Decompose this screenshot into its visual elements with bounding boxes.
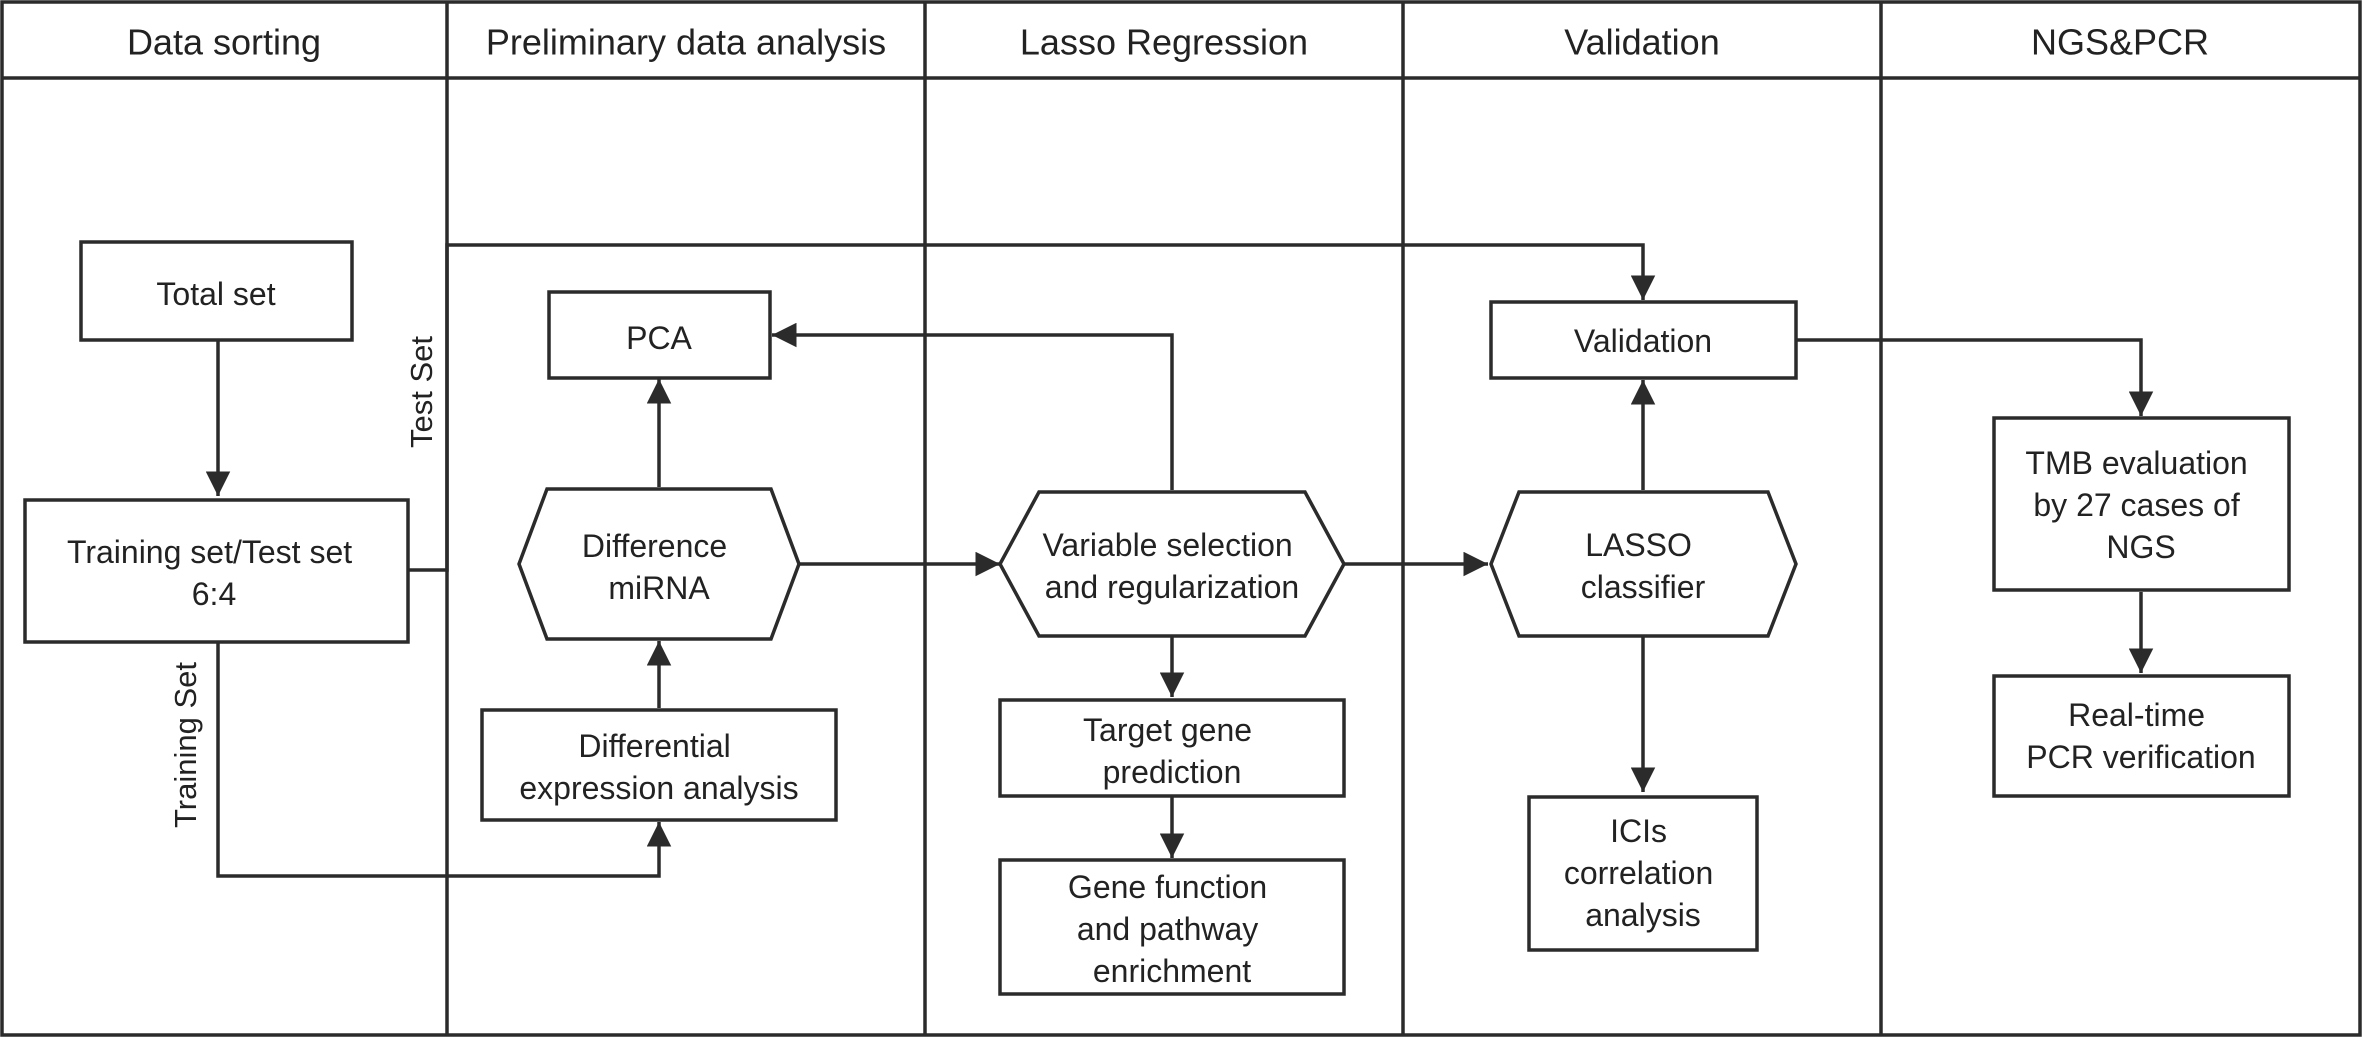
node-tmb-line-1: TMB evaluation: [2025, 445, 2247, 481]
lane-title-validation: Validation: [1564, 22, 1719, 63]
node-icis-line-1: ICIs: [1610, 813, 1667, 849]
node-target-gene-line-2: prediction: [1103, 754, 1242, 790]
edge-label-test-set: Test Set: [404, 336, 439, 448]
lane-title-lasso: Lasso Regression: [1020, 22, 1308, 63]
node-rt-pcr-line-1: Real-time: [2068, 697, 2205, 733]
node-target-gene-line-1: Target gene: [1083, 712, 1252, 748]
node-tmb-line-3: NGS: [2106, 529, 2175, 565]
edge-test-set-to-validation: [408, 243, 1656, 572]
node-difference-mirna-line-1: Difference: [582, 528, 727, 564]
node-gene-function-line-3: enrichment: [1093, 953, 1251, 989]
svg-text:TMB evaluation by 27 cas: TMB evaluation by 27 cases of NGS: [2025, 445, 2256, 565]
svg-text:Target gene prediction: Target gene prediction: [1083, 712, 1261, 790]
node-lasso-classifier-line-1: LASSO: [1585, 527, 1692, 563]
node-variable-selection-line-1: Variable selection: [1042, 527, 1292, 563]
svg-text:Total set: Total set: [156, 276, 275, 312]
node-difference-mirna: Difference miRNA: [517, 487, 801, 641]
node-lasso-classifier-line-2: classifier: [1581, 569, 1706, 605]
node-gene-function-line-2: and pathway: [1077, 911, 1258, 947]
node-tmb-evaluation: TMB evaluation by 27 cases of NGS: [1992, 416, 2291, 592]
node-differential-expression-line-1: Differential: [578, 728, 730, 764]
edge-variable-selection-to-pca: [772, 322, 1174, 490]
node-target-gene: Target gene prediction: [998, 698, 1346, 798]
svg-text:Difference miRNA: Difference miRNA: [582, 528, 736, 606]
node-tmb-line-2: by 27 cases of: [2033, 487, 2239, 523]
svg-text:LASSO classifier: LASSO classifier: [1581, 527, 1706, 605]
node-rt-pcr-line-2: PCR verification: [2026, 739, 2255, 775]
edge-training-set-to-differential: [216, 642, 672, 878]
node-gene-function: Gene function and pathway enrichment: [998, 858, 1346, 996]
svg-text:Gene function and pathwa: Gene function and pathway enrichment: [1068, 869, 1276, 989]
node-training-test-line-1: Training set/Test set: [67, 534, 352, 570]
svg-text:Training set/Test set 6:: Training set/Test set 6:4: [67, 534, 361, 612]
edge-label-training-set: Training Set: [168, 662, 203, 828]
svg-text:ICIs correlation a: ICIs correlation analysis: [1564, 813, 1722, 933]
node-icis-correlation: ICIs correlation analysis: [1527, 795, 1759, 952]
node-total-set: Total set: [79, 240, 354, 342]
svg-text:Variable selection and r: Variable selection and regularization: [1042, 527, 1301, 605]
node-training-test-line-2: 6:4: [192, 576, 236, 612]
svg-text:Real-time PCR verificati: Real-time PCR verification: [2026, 697, 2255, 775]
node-validation: Validation: [1489, 300, 1798, 380]
node-icis-line-2: correlation: [1564, 855, 1713, 891]
node-pca: PCA: [547, 290, 772, 380]
lane-title-preliminary: Preliminary data analysis: [486, 22, 886, 63]
node-gene-function-line-1: Gene function: [1068, 869, 1267, 905]
node-icis-line-3: analysis: [1585, 897, 1701, 933]
svg-text:PCA: PCA: [626, 320, 692, 356]
edge-validation-to-tmb: [1796, 338, 2154, 416]
lane-title-data-sorting: Data sorting: [127, 22, 321, 63]
node-training-test-set: Training set/Test set 6:4: [23, 498, 410, 644]
node-differential-expression-line-2: expression analysis: [519, 770, 798, 806]
node-difference-mirna-line-2: miRNA: [608, 570, 710, 606]
svg-text:Validation: Validation: [1574, 323, 1712, 359]
node-rt-pcr: Real-time PCR verification: [1992, 674, 2291, 798]
node-lasso-classifier: LASSO classifier: [1489, 490, 1798, 638]
node-variable-selection-line-2: and regularization: [1045, 569, 1299, 605]
node-total-set-line: Total set: [156, 276, 275, 312]
node-differential-expression: Differential expression analysis: [480, 708, 838, 822]
node-pca-line: PCA: [626, 320, 692, 356]
lane-title-ngs-pcr: NGS&PCR: [2031, 22, 2209, 63]
node-validation-line: Validation: [1574, 323, 1712, 359]
node-variable-selection: Variable selection and regularization: [998, 490, 1346, 638]
svg-text:Differential expression: Differential expression analysis: [519, 728, 798, 806]
